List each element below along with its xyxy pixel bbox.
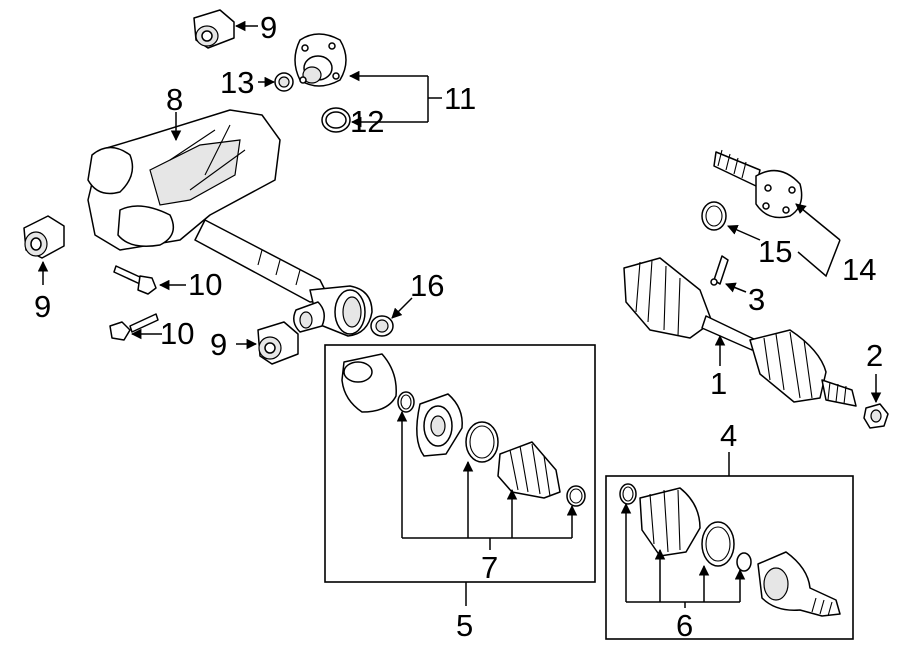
bushing-left: [23, 215, 65, 259]
output-flange-14: [713, 149, 803, 219]
axle-shaft-1: [623, 257, 857, 407]
ring-12: [321, 107, 351, 133]
bushing-bottom: [257, 321, 299, 365]
seal-13: [274, 72, 294, 92]
callout-10-lower: 10: [160, 316, 194, 351]
callout-14: 14: [842, 252, 876, 287]
callout-9-left: 9: [34, 289, 51, 324]
callout-5: 5: [456, 608, 473, 643]
callout-9-top: 9: [260, 10, 277, 45]
callout-9-bottom: 9: [210, 327, 227, 362]
kit-6-parts: [619, 483, 841, 617]
callout-8: 8: [166, 82, 183, 117]
bolt-lower: [109, 313, 159, 341]
callout-15: 15: [758, 234, 792, 269]
bolt-upper: [113, 265, 157, 295]
nut-2: [863, 403, 889, 429]
callout-6: 6: [676, 608, 693, 643]
kit-5-parts: [341, 353, 586, 507]
callout-16: 16: [410, 268, 444, 303]
callout-13: 13: [220, 65, 254, 100]
callout-3: 3: [748, 282, 765, 317]
callout-12: 12: [350, 104, 384, 139]
differential-housing: [87, 109, 373, 337]
callout-1: 1: [710, 366, 727, 401]
callout-11: 11: [444, 81, 476, 116]
kit-box-6: [605, 475, 854, 640]
callout-2: 2: [866, 338, 883, 373]
callout-7: 7: [481, 550, 498, 585]
flange: [294, 33, 347, 87]
clip-3: [710, 255, 729, 286]
seal-16: [370, 315, 394, 337]
bushing-top: [193, 9, 235, 49]
callout-10-upper: 10: [188, 267, 222, 302]
callout-4: 4: [720, 418, 737, 453]
ring-15: [701, 201, 727, 231]
kit-box-5: [324, 344, 596, 583]
